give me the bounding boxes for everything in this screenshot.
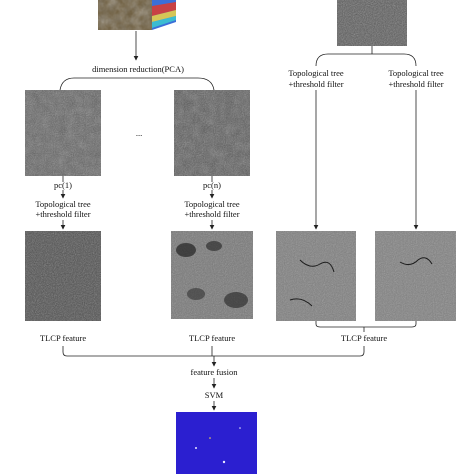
- tlcp-label-right: TLCP feature: [341, 333, 387, 343]
- topo-label-pc1-line1: Topological tree: [35, 199, 91, 209]
- classification-result-image: [176, 412, 257, 474]
- pcn-label: pc(n): [203, 180, 221, 190]
- brace-right-split: [315, 53, 417, 67]
- hyperspectral-cube: [98, 0, 176, 30]
- topo-label-right2-line2: +threshold filter: [388, 79, 443, 89]
- ellipsis: ...: [136, 128, 142, 138]
- tlcp-image-pcn: [171, 231, 253, 319]
- topo-label-right2-line1: Topological tree: [388, 68, 444, 78]
- svm-label: SVM: [205, 390, 224, 400]
- tlcp-image-right1: [276, 231, 356, 321]
- topo-label-pcn-line2: +threshold filter: [184, 209, 239, 219]
- pc1-label: pc(1): [54, 180, 72, 190]
- topo-label-pc1-line2: +threshold filter: [35, 209, 90, 219]
- tlcp-image-right2: [375, 231, 456, 321]
- input-image-right: [337, 0, 407, 46]
- topo-label-right1-line2: +threshold filter: [288, 79, 343, 89]
- brace-fusion: [62, 346, 365, 357]
- result-fill: [176, 412, 257, 474]
- tlcp-label-pc1: TLCP feature: [40, 333, 86, 343]
- tlcp-image-pc1: [25, 231, 101, 321]
- brace-pca: [59, 77, 215, 91]
- topo-label-right1-line1: Topological tree: [288, 68, 344, 78]
- pc1-image: [25, 90, 101, 176]
- tlcp-label-pcn: TLCP feature: [189, 333, 235, 343]
- pca-label: dimension reduction(PCA): [92, 64, 184, 74]
- topo-label-pcn-line1: Topological tree: [184, 199, 240, 209]
- pcn-image: [174, 90, 250, 176]
- feature-fusion-label: feature fusion: [191, 367, 239, 377]
